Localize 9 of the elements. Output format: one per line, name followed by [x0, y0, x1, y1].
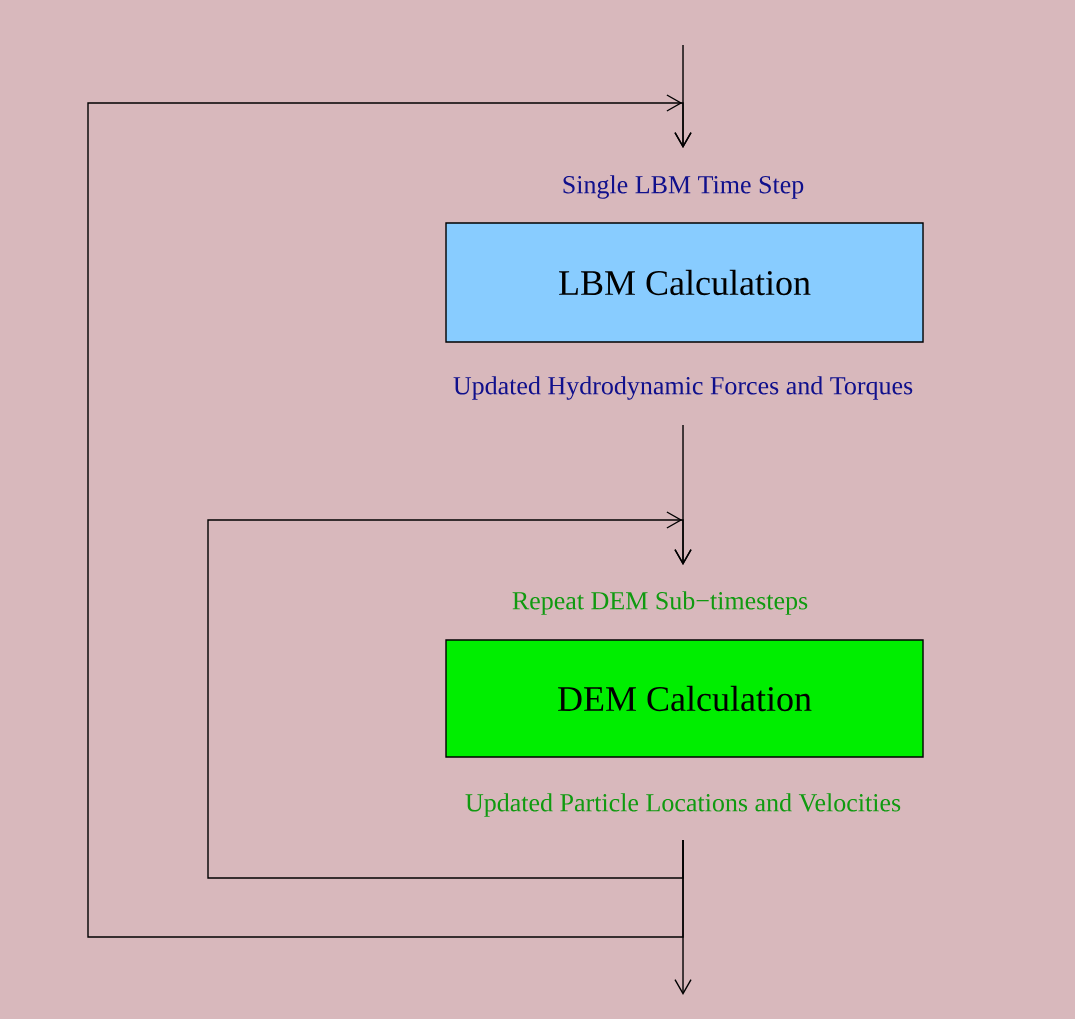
caption-text: Updated Hydrodynamic Forces and Torques — [453, 376, 913, 400]
arrow — [87, 94, 692, 938]
caption-text: Repeat DEM Sub−timesteps — [512, 591, 808, 615]
process-box: LBM Calculation — [445, 222, 924, 343]
caption-text: Updated Particle Locations and Velocities — [465, 793, 901, 817]
arrow — [207, 511, 692, 879]
arrow — [674, 839, 692, 995]
process-box: DEM Calculation — [445, 639, 924, 758]
caption-text: Single LBM Time Step — [563, 175, 804, 199]
